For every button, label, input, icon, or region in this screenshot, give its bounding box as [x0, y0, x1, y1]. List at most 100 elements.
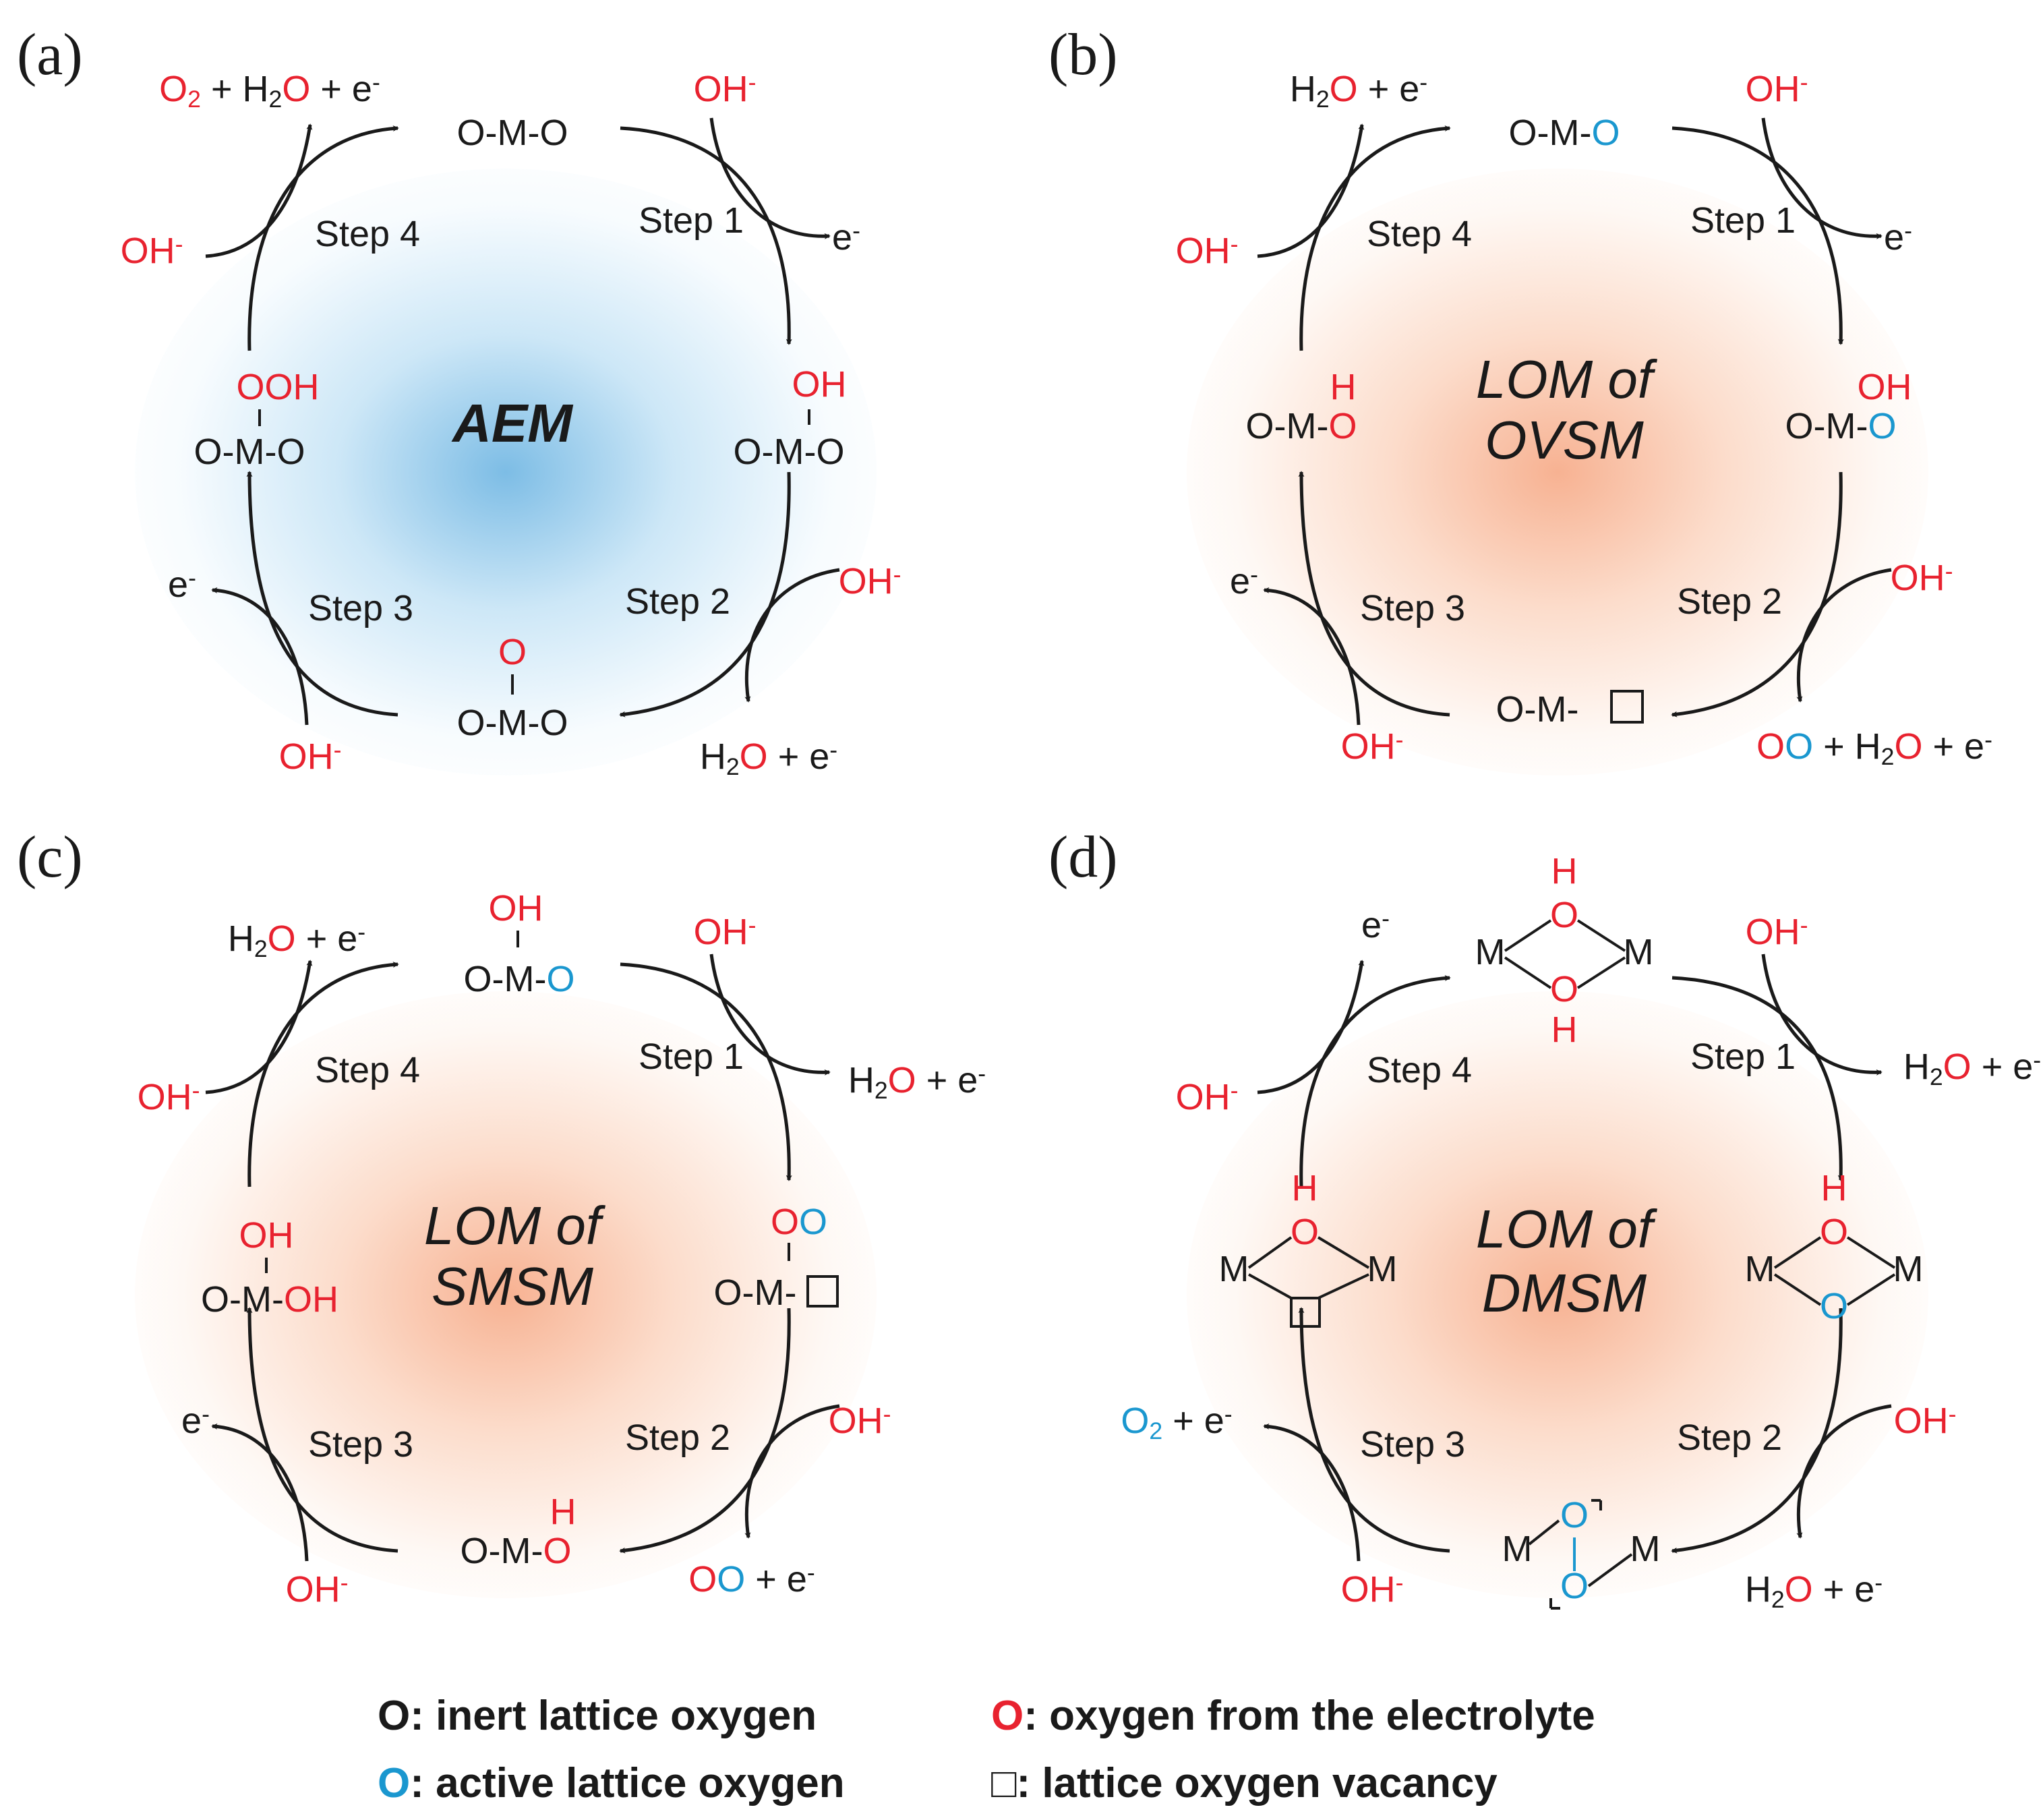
aem-h2o-e-step2: H2O + e- — [700, 736, 837, 780]
panel-label-c: (c) — [17, 825, 83, 890]
aem-branch-step3 — [211, 587, 309, 726]
ovsm-step4-label: Step 4 — [1367, 214, 1472, 254]
smsm-left-omoh: O-M-OH — [201, 1279, 338, 1320]
dmsm-oh-step1: OH- — [1746, 912, 1808, 952]
panel-label-b: (b) — [1048, 22, 1118, 88]
dmsm-left-o: O — [1291, 1212, 1319, 1252]
dmsm-right-bond-3 — [1773, 1273, 1822, 1306]
dmsm-branch-step2 — [1796, 1404, 1892, 1539]
dmsm-step2-label: Step 2 — [1677, 1417, 1782, 1458]
aem-e-step3: e- — [168, 564, 196, 605]
smsm-right-om: O-M- — [714, 1272, 797, 1313]
aem-step3-label: Step 3 — [308, 588, 413, 628]
dmsm-top-o2: O — [1550, 969, 1578, 1009]
panel-label-d: (d) — [1048, 825, 1118, 890]
dmsm-right-o2: O — [1820, 1286, 1848, 1326]
aem-glow — [135, 169, 877, 775]
ovsm-product-step2: OO + H2O + e- — [1756, 726, 1992, 770]
smsm-arrow-step4 — [247, 961, 399, 1187]
dmsm-top-m2: M — [1624, 932, 1654, 972]
smsm-e-step3: e- — [181, 1401, 210, 1441]
aem-step2-label: Step 2 — [625, 581, 730, 622]
dmsm-step3-label: Step 3 — [1360, 1424, 1465, 1465]
smsm-oh-step4: OH- — [138, 1077, 200, 1117]
dmsm-bottom-o2: O — [1560, 1566, 1589, 1606]
smsm-center-label-2: SMSM — [432, 1256, 593, 1316]
smsm-arrow-step3 — [246, 1307, 398, 1553]
dmsm-oh-step4: OH- — [1176, 1077, 1239, 1117]
dmsm-arrow-step3 — [1298, 1307, 1450, 1553]
dmsm-e-step4: e- — [1361, 905, 1390, 945]
smsm-step4-label: Step 4 — [315, 1050, 420, 1090]
legend-item-4: □: lattice oxygen vacancy — [991, 1760, 1498, 1807]
ovsm-oh-step3: OH- — [1341, 726, 1404, 767]
smsm-branch-step2 — [744, 1404, 840, 1539]
aem-arrow-step1 — [620, 126, 792, 345]
dmsm-left-bond-2 — [1317, 1236, 1370, 1269]
aem-o-bottom: O — [498, 632, 527, 672]
ovsm-center-label-2: OVSM — [1485, 410, 1644, 470]
dmsm-left-m1: M — [1219, 1249, 1249, 1289]
smsm-oh-step3: OH- — [286, 1569, 349, 1610]
smsm-bottom-omo: O-M-O — [461, 1531, 572, 1571]
legend-item-3: O: active lattice oxygen — [378, 1760, 845, 1807]
aem-branch-step1 — [709, 117, 831, 239]
ovsm-oh-step1: OH- — [1746, 69, 1808, 109]
dmsm-left-bond-4 — [1317, 1273, 1369, 1299]
dmsm-center-label-1: LOM of — [1476, 1199, 1658, 1259]
ovsm-om-bottom: O-M- — [1496, 689, 1579, 730]
ovsm-left-omo: O-M-O — [1246, 406, 1357, 446]
dmsm-center-label-2: DMSM — [1482, 1263, 1647, 1323]
smsm-bottom-h: H — [550, 1492, 576, 1532]
dmsm-right-o1: O — [1820, 1212, 1848, 1252]
ovsm-arrow-step3 — [1298, 471, 1450, 717]
dmsm-oh-step3: OH- — [1341, 1569, 1404, 1610]
aem-ooh-right-omo: O-M-O — [734, 432, 845, 472]
aem-ooh-left: OOH — [236, 367, 319, 407]
ovsm-center-label-1: LOM of — [1476, 349, 1658, 409]
legend-item-2: O: oxygen from the electrolyte — [991, 1693, 1595, 1739]
aem-oh-step2: OH- — [839, 561, 901, 601]
dmsm-product-step3: O2 + e- — [1121, 1401, 1232, 1444]
smsm-left-oh: OH — [239, 1215, 294, 1256]
ovsm-step3-label: Step 3 — [1360, 588, 1465, 628]
aem-step4-label: Step 4 — [315, 214, 420, 254]
aem-arrow-step3 — [246, 471, 398, 717]
aem-product: O2 + H2O + e- — [159, 69, 380, 113]
dmsm-step4-label: Step 4 — [1367, 1050, 1472, 1090]
ovsm-branch-step1 — [1761, 117, 1883, 239]
aem-step1-label: Step 1 — [639, 200, 744, 241]
smsm-oh-step1: OH- — [694, 912, 757, 952]
aem-branch-step2 — [744, 568, 840, 703]
dmsm-bottom-bond-1 — [1528, 1519, 1560, 1546]
smsm-branch-step4 — [205, 960, 313, 1094]
ovsm-arrow-step1 — [1671, 126, 1844, 345]
ovsm-glow — [1187, 169, 1928, 775]
aem-omo-left: O-M-O — [194, 432, 305, 472]
dmsm-branch-step4 — [1257, 960, 1365, 1094]
ovsm-left-h: H — [1330, 367, 1357, 407]
dmsm-left-bond-3 — [1248, 1273, 1292, 1299]
dmsm-bottom-m1: M — [1502, 1529, 1533, 1569]
aem-oh-step4: OH- — [121, 231, 183, 271]
aem-omo-bottom: O-M-O — [457, 703, 568, 743]
ovsm-step2-label: Step 2 — [1677, 581, 1782, 622]
ovsm-oh-step4: OH- — [1176, 231, 1239, 271]
dmsm-right-bond-1 — [1773, 1236, 1822, 1269]
smsm-branch-step1 — [709, 953, 831, 1076]
dmsm-top-bond-4 — [1576, 956, 1626, 989]
ovsm-right-omo: O-M-O — [1785, 406, 1897, 446]
aem-oh-step1: OH- — [694, 69, 757, 109]
ovsm-branch-step3 — [1263, 587, 1361, 726]
dmsm-bottom-bond-2 — [1587, 1553, 1633, 1587]
legend-item-1: O: inert lattice oxygen — [378, 1693, 817, 1739]
dmsm-right-bond-4 — [1846, 1273, 1896, 1306]
dmsm-bottom-m2: M — [1630, 1529, 1661, 1569]
smsm-branch-step3 — [211, 1423, 309, 1562]
smsm-step3-label: Step 3 — [308, 1424, 413, 1465]
ovsm-e-step3: e- — [1230, 561, 1258, 601]
dmsm-left-m2: M — [1367, 1249, 1398, 1289]
ovsm-vacancy-bottom — [1610, 690, 1644, 724]
ovsm-branch-step2 — [1796, 568, 1892, 703]
